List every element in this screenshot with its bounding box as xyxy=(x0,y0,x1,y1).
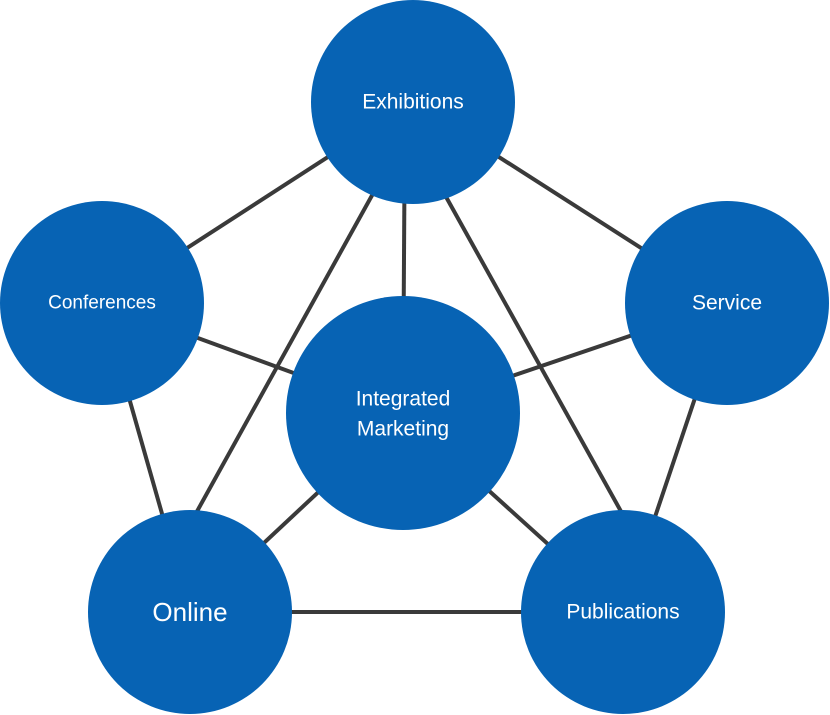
node-conferences-label: Conferences xyxy=(48,293,156,314)
node-exhibitions-label: Exhibitions xyxy=(362,91,464,114)
node-publications: Publications xyxy=(521,510,725,714)
node-exhibitions-circle xyxy=(311,0,515,204)
node-integrated-marketing-circle xyxy=(286,296,520,530)
node-publications-label: Publications xyxy=(566,601,679,624)
node-exhibitions: Exhibitions xyxy=(311,0,515,204)
node-online-label: Online xyxy=(152,597,227,627)
node-publications-circle xyxy=(521,510,725,714)
edge-exhibitions-online xyxy=(193,189,377,516)
node-online: Online xyxy=(88,510,292,714)
node-service: Service xyxy=(625,201,829,405)
node-integrated-marketing-label-line-1: Integrated xyxy=(356,388,451,411)
node-online-circle xyxy=(88,510,292,714)
edge-exhibitions-publications xyxy=(443,194,625,516)
node-integrated-marketing-label-line-2: Marketing xyxy=(357,418,449,441)
node-conferences-circle xyxy=(0,201,204,405)
node-conferences: Conferences xyxy=(0,201,204,405)
node-service-circle xyxy=(625,201,829,405)
node-integrated-marketing: Integrated Marketing xyxy=(286,296,520,530)
node-service-label: Service xyxy=(692,292,762,315)
